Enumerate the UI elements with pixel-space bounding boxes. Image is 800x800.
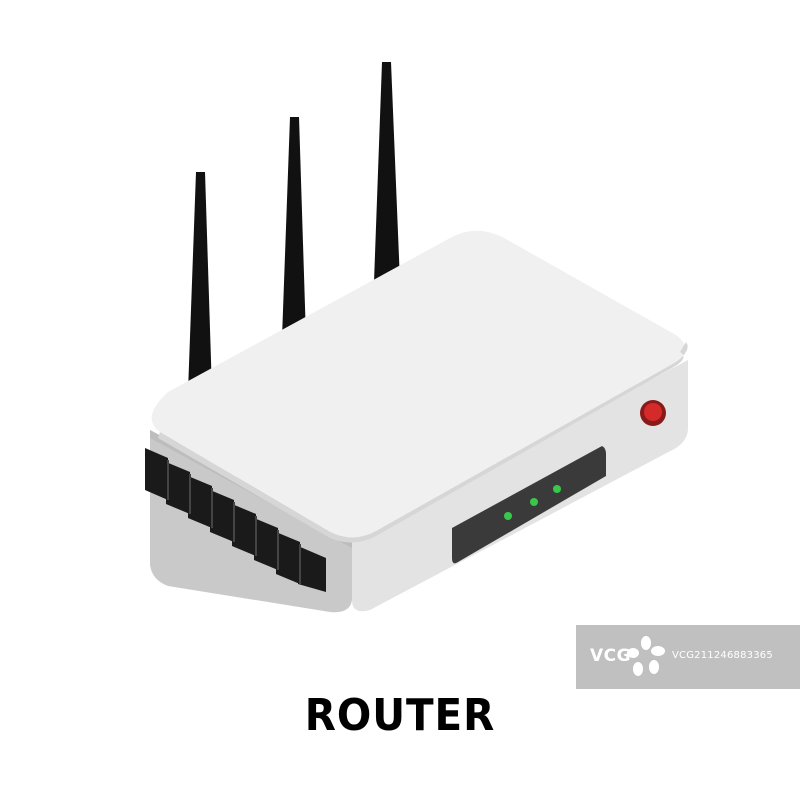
watermark: VCG VCG211246883365 bbox=[576, 625, 800, 689]
status-leds bbox=[504, 485, 561, 520]
ethernet-ports bbox=[145, 448, 326, 592]
antenna-icon bbox=[374, 62, 400, 282]
ethernet-port-icon bbox=[232, 504, 256, 556]
ethernet-port-icon bbox=[166, 462, 190, 514]
ethernet-port-icon bbox=[210, 490, 234, 542]
router-body bbox=[150, 230, 688, 613]
antennas bbox=[188, 62, 400, 392]
status-led-icon bbox=[553, 485, 561, 493]
watermark-logo: VCG bbox=[590, 646, 632, 666]
watermark-id: VCG211246883365 bbox=[672, 650, 773, 661]
ethernet-port-icon bbox=[188, 476, 212, 528]
watermark-flower-icon bbox=[627, 636, 665, 676]
page-title: ROUTER bbox=[304, 690, 496, 741]
power-button-icon bbox=[640, 400, 666, 426]
ethernet-port-icon bbox=[145, 448, 168, 500]
antenna-icon bbox=[282, 117, 306, 338]
status-led-icon bbox=[530, 498, 538, 506]
router-right-side bbox=[352, 360, 688, 612]
status-panel bbox=[452, 446, 606, 564]
antenna-icon bbox=[188, 172, 212, 392]
ethernet-port-icon bbox=[298, 546, 326, 592]
router-top-face bbox=[151, 230, 685, 538]
status-led-icon bbox=[504, 512, 512, 520]
ethernet-port-icon bbox=[276, 532, 300, 584]
ethernet-port-icon bbox=[254, 518, 278, 570]
